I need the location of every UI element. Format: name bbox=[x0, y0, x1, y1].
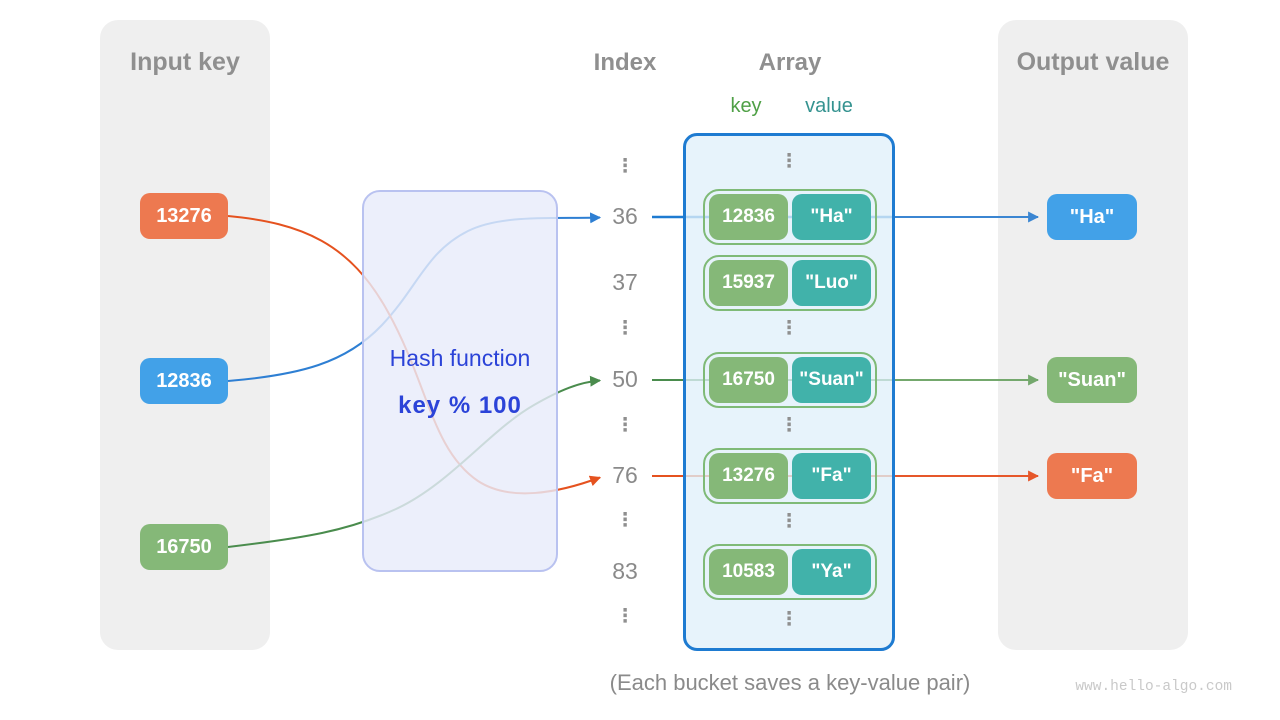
array-ellipsis: ⋮ bbox=[779, 151, 799, 172]
input-key-13276: 13276 bbox=[140, 193, 228, 239]
output-panel-title: Output value bbox=[1016, 48, 1170, 76]
input-key-12836: 12836 bbox=[140, 358, 228, 404]
bucket-36-value: "Ha" bbox=[792, 194, 871, 240]
bucket-37-value: "Luo" bbox=[792, 260, 871, 306]
bucket-36: 12836 "Ha" bbox=[703, 189, 877, 245]
index-ellipsis: ⋮ bbox=[615, 606, 635, 627]
bucket-50-value: "Suan" bbox=[792, 357, 871, 403]
input-key-16750: 16750 bbox=[140, 524, 228, 570]
bucket-50: 16750 "Suan" bbox=[703, 352, 877, 408]
index-83: 83 bbox=[612, 558, 638, 584]
array-ellipsis: ⋮ bbox=[779, 318, 799, 339]
output-value-panel bbox=[998, 20, 1188, 650]
value-column-header: value bbox=[805, 95, 853, 117]
bucket-83: 10583 "Ya" bbox=[703, 544, 877, 600]
index-50: 50 bbox=[612, 366, 638, 392]
bucket-36-key: 12836 bbox=[709, 194, 788, 240]
index-ellipsis: ⋮ bbox=[615, 318, 635, 339]
input-panel-title: Input key bbox=[130, 48, 240, 76]
index-column-header: Index bbox=[593, 49, 657, 76]
output-value-fa: "Fa" bbox=[1047, 453, 1137, 499]
array-column-header: Array bbox=[758, 49, 822, 76]
hash-function-box bbox=[362, 190, 558, 572]
bucket-37: 15937 "Luo" bbox=[703, 255, 877, 311]
diagram-caption: (Each bucket saves a key-value pair) bbox=[609, 670, 971, 695]
index-76: 76 bbox=[612, 462, 638, 488]
key-column-header: key bbox=[730, 95, 762, 117]
hash-function-formula: key % 100 bbox=[398, 392, 522, 419]
index-37: 37 bbox=[612, 269, 638, 295]
bucket-83-key: 10583 bbox=[709, 549, 788, 595]
hash-function-label: Hash function bbox=[389, 345, 531, 371]
bucket-83-value: "Ya" bbox=[792, 549, 871, 595]
bucket-76: 13276 "Fa" bbox=[703, 448, 877, 504]
output-value-ha: "Ha" bbox=[1047, 194, 1137, 240]
array-ellipsis: ⋮ bbox=[779, 511, 799, 532]
bucket-50-key: 16750 bbox=[709, 357, 788, 403]
watermark: www.hello-algo.com bbox=[1075, 679, 1232, 695]
bucket-37-key: 15937 bbox=[709, 260, 788, 306]
index-ellipsis: ⋮ bbox=[615, 156, 635, 177]
index-36: 36 bbox=[612, 203, 638, 229]
array-ellipsis: ⋮ bbox=[779, 415, 799, 436]
array-ellipsis: ⋮ bbox=[779, 609, 799, 630]
bucket-76-key: 13276 bbox=[709, 453, 788, 499]
output-value-suan: "Suan" bbox=[1047, 357, 1137, 403]
index-ellipsis: ⋮ bbox=[615, 510, 635, 531]
index-ellipsis: ⋮ bbox=[615, 415, 635, 436]
bucket-76-value: "Fa" bbox=[792, 453, 871, 499]
